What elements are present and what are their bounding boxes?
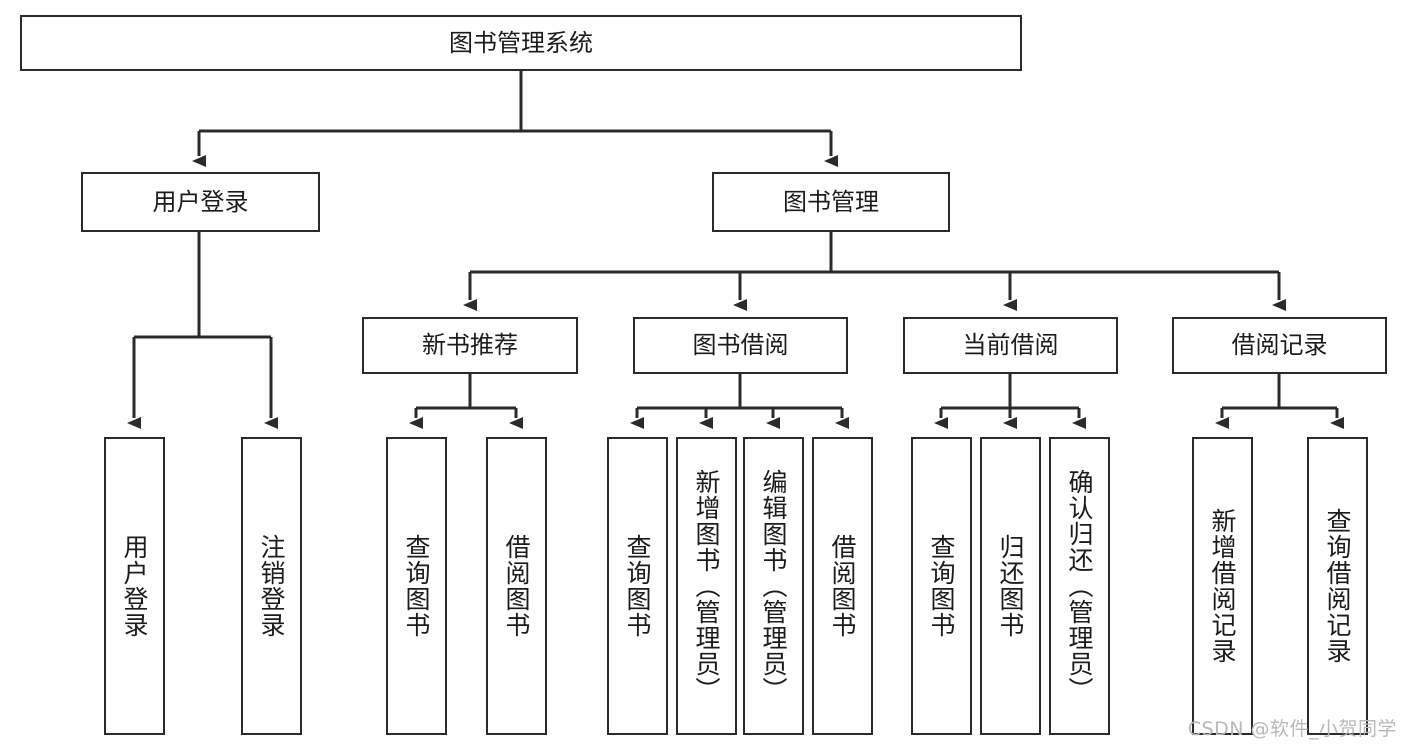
node-label: 新增借阅记录 xyxy=(1208,508,1237,664)
node-label: 当前借阅 xyxy=(962,331,1059,360)
leaf-borrow-book[interactable]: 借阅图书 xyxy=(812,437,873,735)
leaf-current-query-book[interactable]: 查询图书 xyxy=(911,437,972,735)
node-root-book-management-system[interactable]: 图书管理系统 xyxy=(20,15,1022,71)
leaf-user-login[interactable]: 用户登录 xyxy=(104,437,165,735)
node-label: 新书推荐 xyxy=(422,331,518,360)
node-label: 归还图书 xyxy=(996,534,1025,638)
leaf-return-book[interactable]: 归还图书 xyxy=(980,437,1041,735)
node-label: 图书借阅 xyxy=(692,331,789,360)
node-label: 用户登录 xyxy=(152,187,249,216)
leaf-query-borrow-record[interactable]: 查询借阅记录 xyxy=(1307,437,1368,735)
node-label: 查询图书 xyxy=(927,534,956,638)
leaf-edit-book-admin[interactable]: 编辑图书（管理员） xyxy=(743,437,804,735)
leaf-logout[interactable]: 注销登录 xyxy=(241,437,302,735)
leaf-new-book-query[interactable]: 查询图书 xyxy=(386,437,447,735)
node-label: 借阅记录 xyxy=(1231,331,1328,360)
node-label: 借阅图书 xyxy=(828,534,857,638)
node-label: 用户登录 xyxy=(120,534,149,638)
node-current-borrow[interactable]: 当前借阅 xyxy=(903,317,1118,374)
node-label: 借阅图书 xyxy=(502,534,531,638)
node-label: 查询借阅记录 xyxy=(1323,508,1352,664)
csdn-watermark: CSDN @软件_小贺同学 xyxy=(1187,718,1397,740)
node-label: 新增图书（管理员） xyxy=(692,469,721,703)
node-label: 编辑图书（管理员） xyxy=(759,469,788,703)
node-new-book-recommend[interactable]: 新书推荐 xyxy=(362,317,578,374)
node-label: 图书管理系统 xyxy=(449,28,593,57)
leaf-add-borrow-record[interactable]: 新增借阅记录 xyxy=(1192,437,1253,735)
leaf-new-book-borrow[interactable]: 借阅图书 xyxy=(486,437,547,735)
node-label: 确认归还（管理员） xyxy=(1065,469,1094,703)
node-label: 图书管理 xyxy=(783,187,879,216)
node-book-management[interactable]: 图书管理 xyxy=(712,172,950,232)
node-book-borrow[interactable]: 图书借阅 xyxy=(633,317,848,374)
node-label: 查询图书 xyxy=(402,534,431,638)
node-label: 查询图书 xyxy=(623,534,652,638)
leaf-borrow-query-book[interactable]: 查询图书 xyxy=(607,437,668,735)
leaf-add-book-admin[interactable]: 新增图书（管理员） xyxy=(676,437,737,735)
node-borrow-record[interactable]: 借阅记录 xyxy=(1172,317,1387,374)
node-label: 注销登录 xyxy=(257,534,286,638)
leaf-confirm-return-admin[interactable]: 确认归还（管理员） xyxy=(1049,437,1110,735)
node-user-login[interactable]: 用户登录 xyxy=(81,172,320,232)
